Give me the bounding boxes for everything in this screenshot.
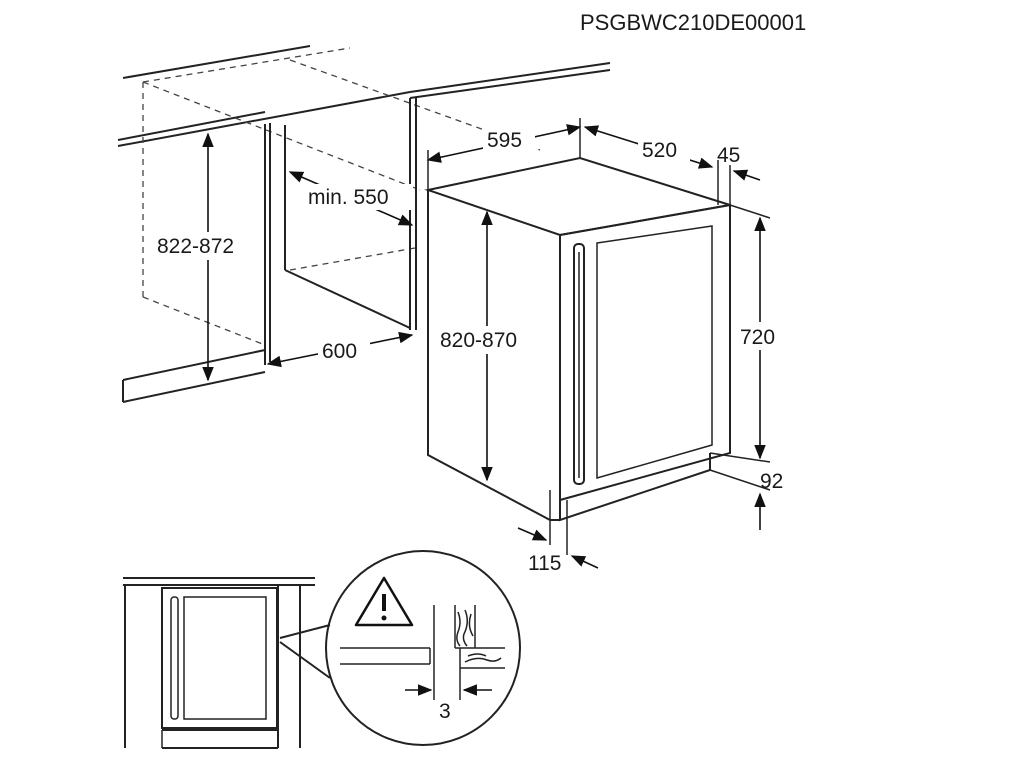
door-depth-dimension: 45 <box>717 144 761 205</box>
appliance-height-dimension: 820-870 <box>438 210 538 482</box>
plinth-depth-dimension: 115 <box>517 518 599 575</box>
door-depth-label: 45 <box>717 144 740 167</box>
appliance <box>424 156 731 522</box>
niche-width-label: 600 <box>322 340 357 363</box>
appliance-height-label: 820-870 <box>440 329 517 352</box>
appliance-depth-label: 520 <box>642 139 677 162</box>
front-view <box>123 577 315 749</box>
appliance-width-label: 595 <box>487 129 522 152</box>
plinth-height-label: 92 <box>760 470 783 493</box>
niche-height-label: 822-872 <box>157 235 234 258</box>
detail-magnifier: 3 <box>279 550 521 746</box>
niche-width-dimension: 600 <box>266 331 414 368</box>
niche-height-dimension: 822-872 <box>155 132 255 382</box>
door-height-label: 720 <box>740 326 775 349</box>
document-code: PSGBWC210DE00001 <box>580 10 806 35</box>
niche-cabinet <box>117 45 611 403</box>
plinth-height-dimension: 92 <box>709 469 783 530</box>
door-height-dimension: 720 <box>709 204 787 463</box>
niche-depth-dimension: min. 550 <box>288 171 414 226</box>
plinth-depth-label: 115 <box>528 552 561 575</box>
gap-label: 3 <box>439 700 451 723</box>
appliance-width-dimension: 595 <box>426 118 582 190</box>
niche-depth-label: min. 550 <box>308 186 389 209</box>
warning-icon <box>354 576 414 627</box>
appliance-depth-dimension: 520 <box>583 125 719 205</box>
